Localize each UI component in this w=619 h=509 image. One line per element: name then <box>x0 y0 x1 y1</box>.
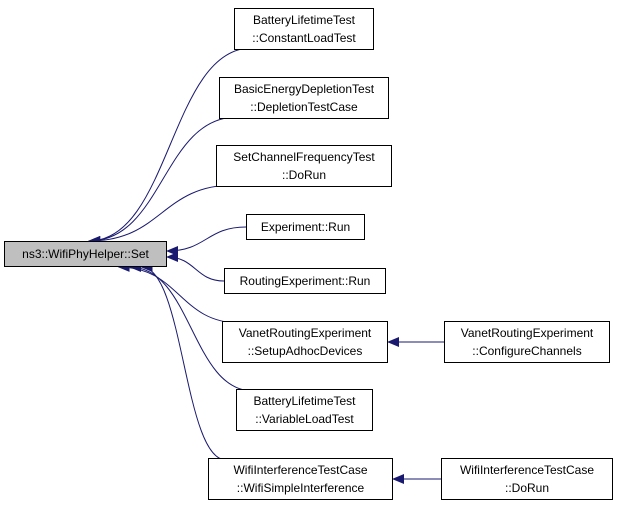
edge-rexp-to-root <box>166 252 225 282</box>
node-label-line1: SetChannelFrequencyTest <box>233 150 375 164</box>
node-label-line2: ::DoRun <box>504 481 550 495</box>
caller-node-set-channel-frequency[interactable]: SetChannelFrequencyTest ::DoRun <box>216 145 392 187</box>
node-label: Experiment::Run <box>260 220 351 234</box>
node-label-line2: ::ConfigureChannels <box>472 344 582 358</box>
edge-vre_s-to-root <box>117 262 241 324</box>
node-label-line2: ::VariableLoadTest <box>255 412 354 426</box>
caller-node-experiment-run[interactable]: Experiment::Run <box>246 214 365 240</box>
root-node-label: ns3::WifiPhyHelper::Set <box>22 247 149 261</box>
caller-node-basic-energy-depletion[interactable]: BasicEnergyDepletionTest ::DepletionTest… <box>219 77 389 119</box>
node-label-line2: ::WifiSimpleInterference <box>236 481 365 495</box>
caller-node-vanet-configure-channels[interactable]: VanetRoutingExperiment ::ConfigureChanne… <box>444 321 610 363</box>
caller-node-battery-lifetime-variable-load[interactable]: BatteryLifetimeTest ::VariableLoadTest <box>236 389 373 431</box>
root-node[interactable]: ns3::WifiPhyHelper::Set <box>4 241 167 267</box>
edge-bedt-to-root <box>88 116 238 246</box>
node-label-line1: WifiInterferenceTestCase <box>459 463 595 477</box>
caller-node-wifi-simple-interference[interactable]: WifiInterferenceTestCase ::WifiSimpleInt… <box>208 458 393 500</box>
caller-node-routing-experiment-run[interactable]: RoutingExperiment::Run <box>224 268 386 294</box>
caller-node-battery-lifetime-constant-load[interactable]: BatteryLifetimeTest ::ConstantLoadTest <box>234 8 374 50</box>
node-label-line2: ::DoRun <box>281 168 327 182</box>
edge-exp-to-root <box>166 226 247 256</box>
edge-blt_v-to-root <box>129 262 254 392</box>
node-label: RoutingExperiment::Run <box>239 274 371 288</box>
caller-node-vanet-setup-adhoc-devices[interactable]: VanetRoutingExperiment ::SetupAdhocDevic… <box>222 321 388 363</box>
node-label-line1: BatteryLifetimeTest <box>253 394 356 408</box>
node-label-line2: ::ConstantLoadTest <box>252 31 356 45</box>
edge-blt_c-to-root <box>88 47 252 246</box>
edge-witc_s-to-root <box>140 262 227 461</box>
node-label-line1: BatteryLifetimeTest <box>252 13 356 27</box>
node-label-line1: BasicEnergyDepletionTest <box>233 82 375 96</box>
edge-scft-to-root <box>88 184 235 246</box>
node-label-line2: ::DepletionTestCase <box>250 100 358 114</box>
caller-node-wifi-interference-do-run[interactable]: WifiInterferenceTestCase ::DoRun <box>441 458 613 500</box>
node-label-line1: VanetRoutingExperiment <box>238 326 372 340</box>
node-label-line2: ::SetupAdhocDevices <box>247 344 363 358</box>
node-label-line1: WifiInterferenceTestCase <box>233 463 368 477</box>
node-label-line1: VanetRoutingExperiment <box>460 326 594 340</box>
